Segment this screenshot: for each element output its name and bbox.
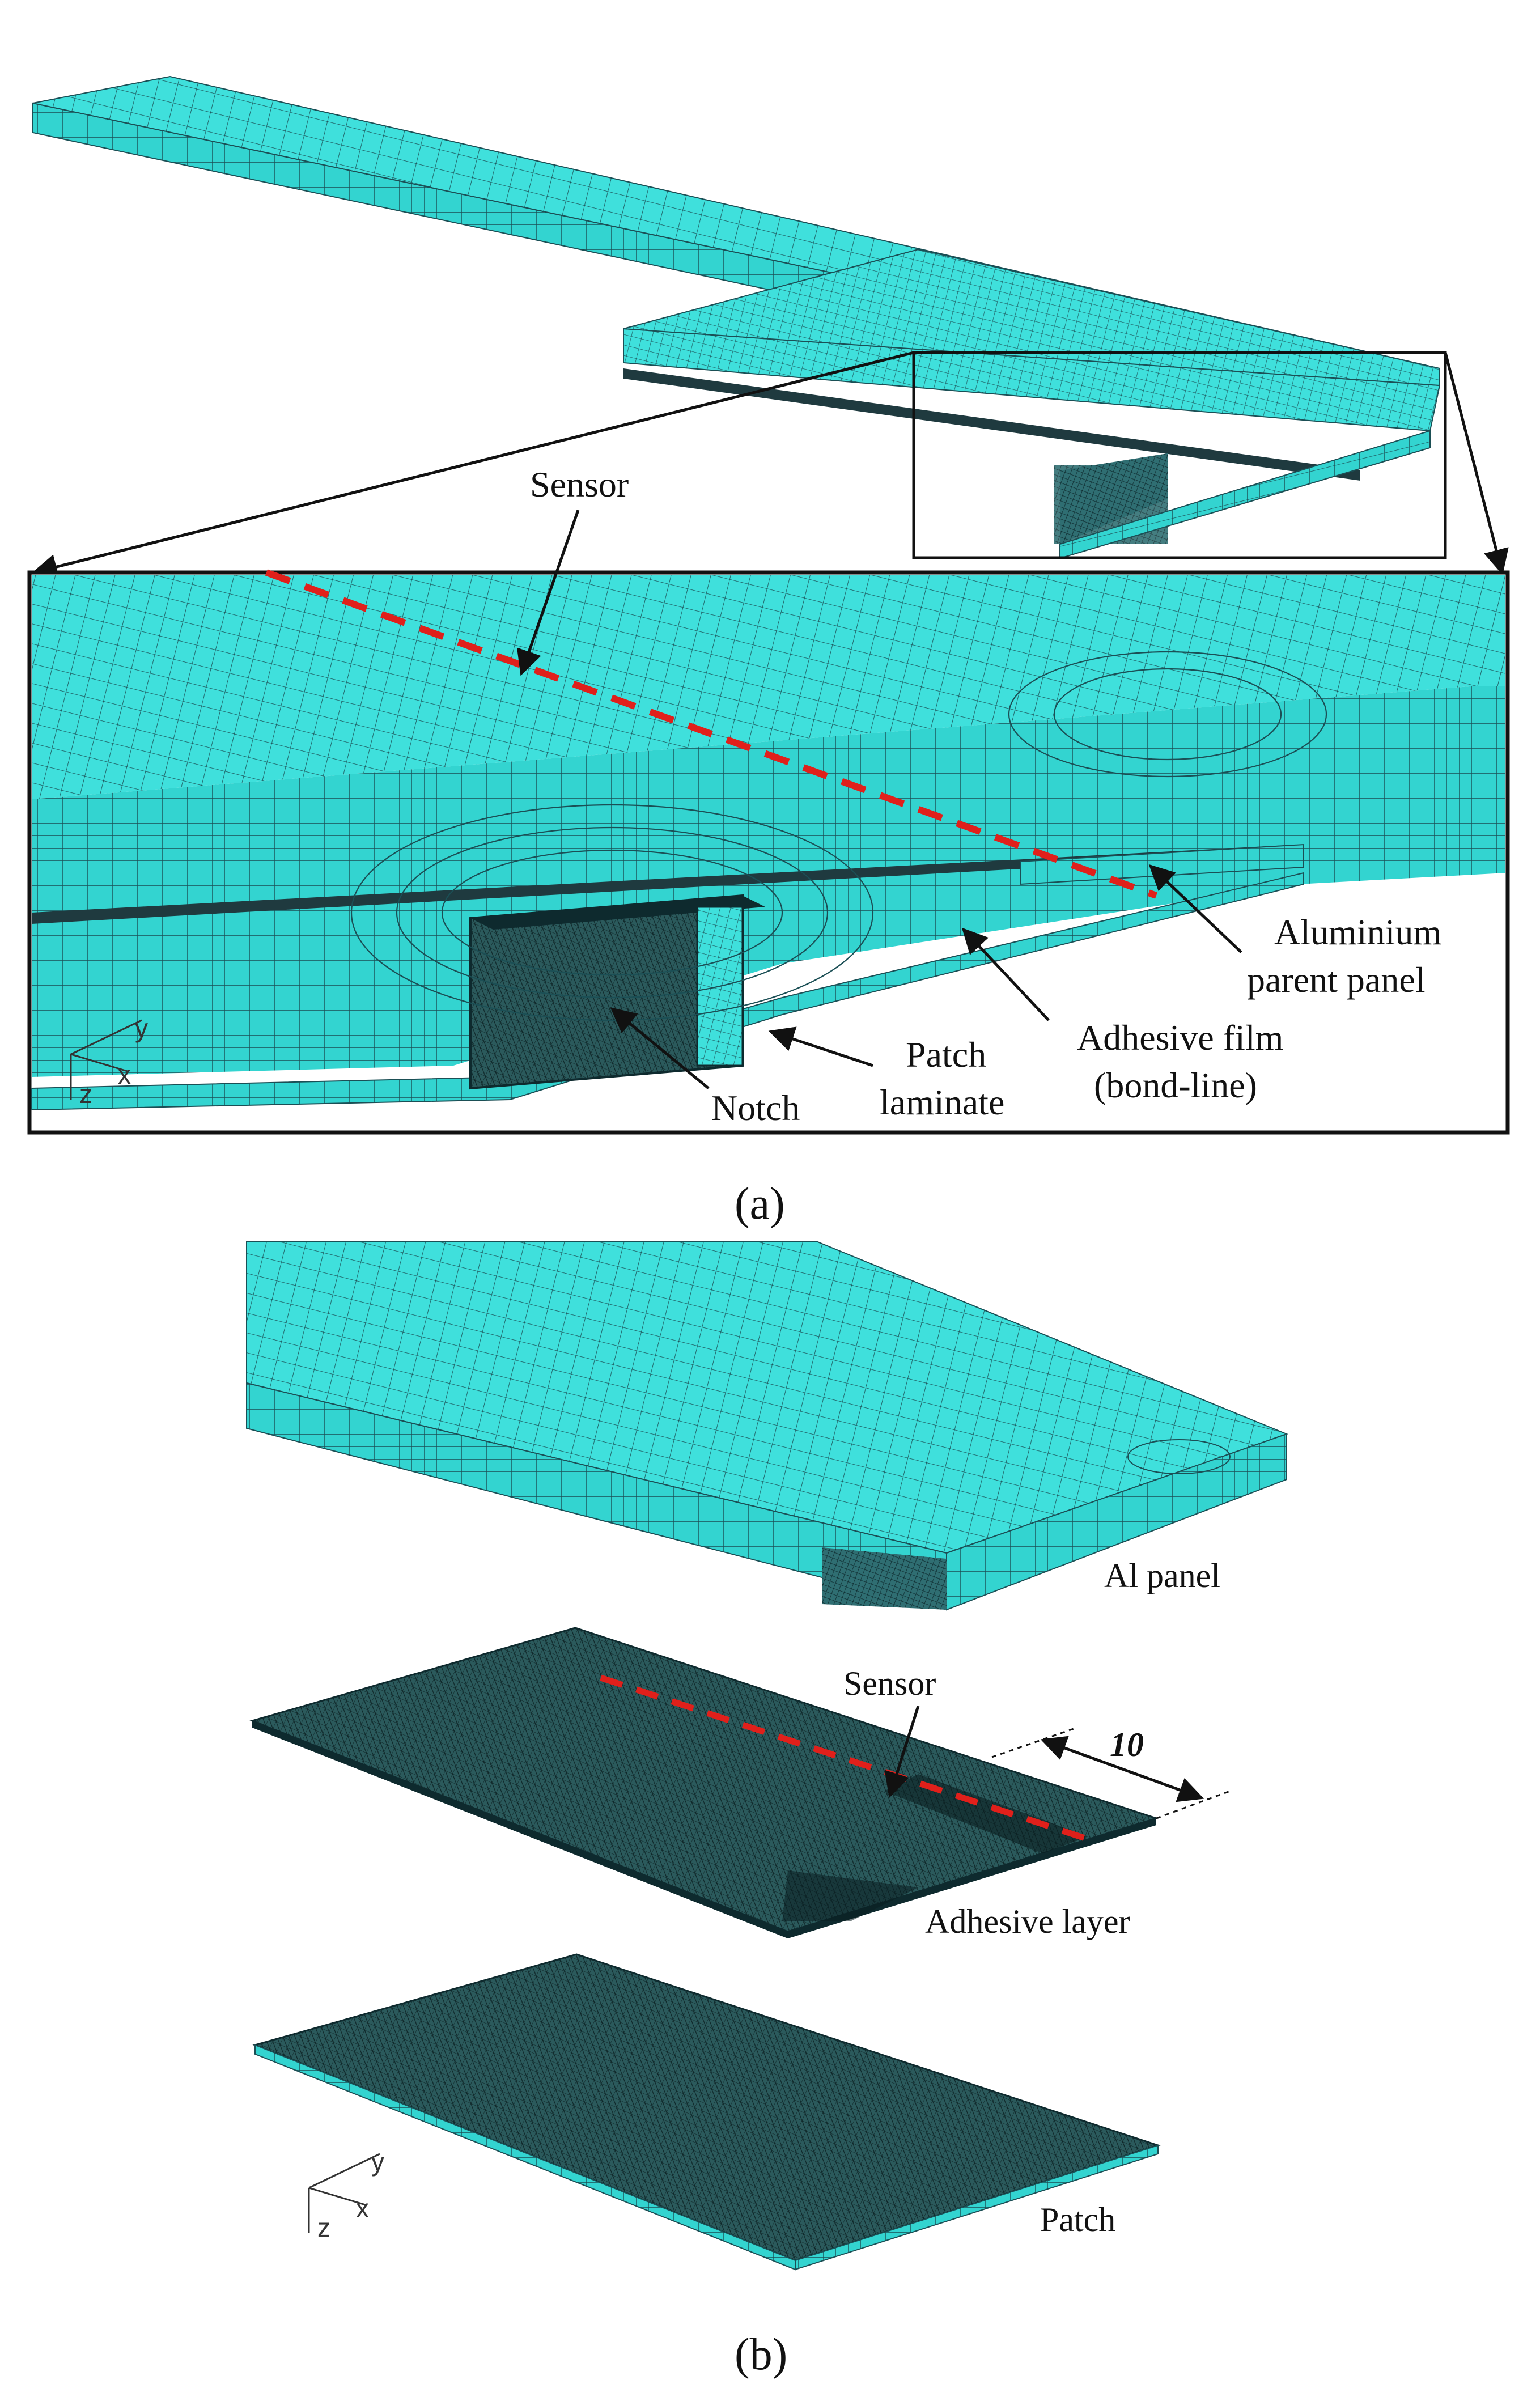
axis-z-b: z xyxy=(317,2213,330,2242)
dimension-label: 10 xyxy=(1110,1726,1144,1763)
axis-triad-a xyxy=(70,1019,142,1100)
zoomed-view: Sensor Aluminium parent panel Adhesive f… xyxy=(27,464,1510,1135)
zoom-region-box xyxy=(912,351,1447,559)
zoom-line-right xyxy=(1444,352,1509,575)
adhesive-label-line2: (bond-line) xyxy=(1094,1065,1257,1105)
dimension-marker xyxy=(991,1727,1231,1819)
caption-b: (b) xyxy=(735,2330,787,2379)
notch-label: Notch xyxy=(711,1088,800,1128)
axis-y-b: y xyxy=(371,2147,384,2177)
part-a: Sensor Aluminium parent panel Adhesive f… xyxy=(27,75,1510,1229)
sensor-arrow-b xyxy=(884,1706,920,1798)
adhesive-arrow xyxy=(961,927,1050,1021)
patch-label-b: Patch xyxy=(1040,2201,1115,2238)
caption-a: (a) xyxy=(735,1179,785,1229)
adhesive-layer-model xyxy=(249,1627,1159,1938)
patch-arrow xyxy=(768,1026,873,1067)
overview-model xyxy=(32,75,1441,559)
adhesive-layer-label: Adhesive layer xyxy=(925,1903,1130,1940)
axis-x-b: x xyxy=(356,2194,369,2223)
axis-triad-b xyxy=(308,2153,380,2233)
zoom-line-left xyxy=(31,351,914,580)
part-b: Al panel 10 Sensor Adhesive layer Patch xyxy=(246,1241,1288,2379)
sensor-line-zoom xyxy=(265,569,1158,899)
al-panel-model xyxy=(246,1241,1288,1611)
sensor-label-a: Sensor xyxy=(530,464,629,504)
sensor-arrow-a xyxy=(517,510,580,676)
notch-arrow xyxy=(610,1007,710,1089)
patch-label-line2: laminate xyxy=(880,1082,1004,1122)
adhesive-label-line1: Adhesive film xyxy=(1077,1017,1283,1058)
sensor-line-b xyxy=(600,1674,1089,1843)
aluminium-arrow xyxy=(1148,864,1242,953)
sensor-label-b: Sensor xyxy=(843,1665,936,1702)
al-panel-label: Al panel xyxy=(1104,1557,1220,1594)
patch-model xyxy=(252,1953,1161,2271)
aluminium-label-line2: parent panel xyxy=(1247,960,1426,1000)
axis-x-a: x xyxy=(118,1060,131,1089)
aluminium-label-line1: Aluminium xyxy=(1274,912,1441,952)
axis-y-a: y xyxy=(135,1013,148,1043)
axis-z-a: z xyxy=(79,1079,92,1109)
patch-label-line1: Patch xyxy=(906,1034,986,1075)
